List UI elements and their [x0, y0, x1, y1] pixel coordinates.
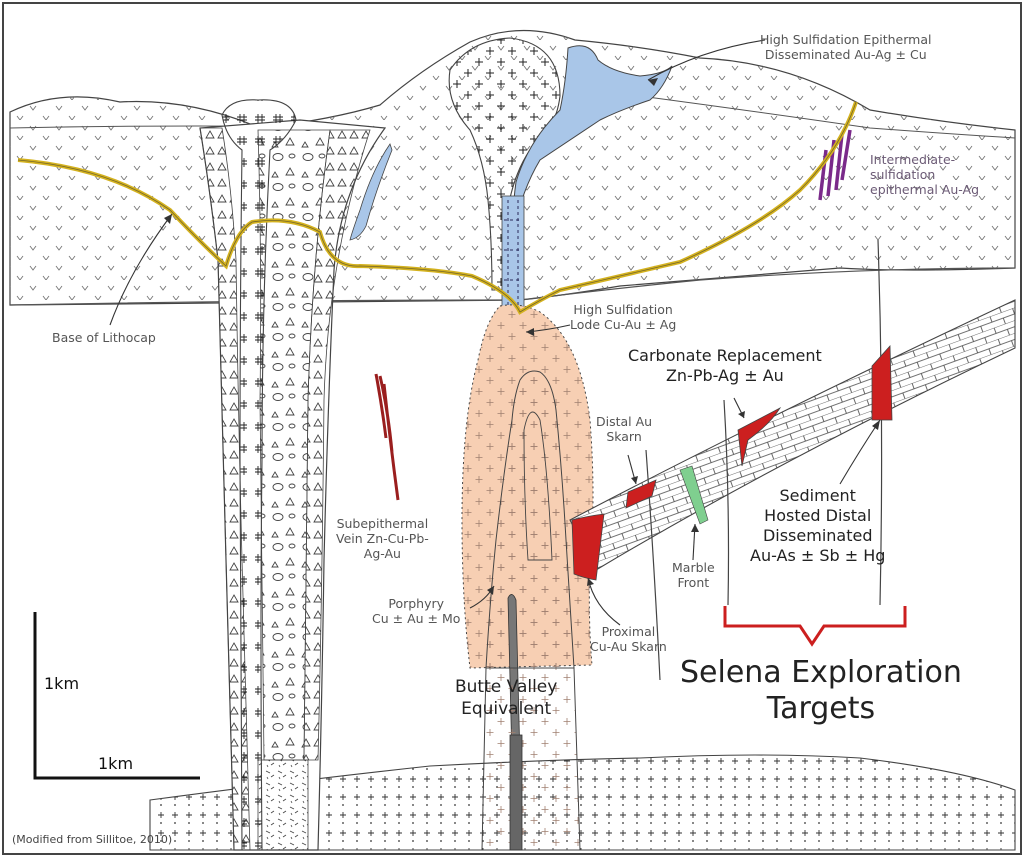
marble-front — [679, 465, 709, 525]
arrowhead-2 — [164, 214, 172, 224]
subepithermal-vein — [374, 373, 400, 501]
sediment-hosted-ore — [871, 344, 893, 421]
arrow-high-sulfidation-epithermal — [647, 39, 766, 81]
arrowhead-9 — [587, 578, 594, 586]
arrow-base-of-lithocap — [109, 213, 173, 326]
label-high-sulfidation-epithermal: High Sulfidation Epithermal Disseminated… — [760, 32, 932, 62]
label-marble-front: Marble Front — [672, 560, 715, 590]
scale-label-horizontal: 1km — [98, 754, 134, 773]
label-porphyry: Porphyry Cu ± Au ± Mo — [372, 596, 461, 626]
label-base-of-lithocap: Base of Lithocap — [52, 330, 156, 345]
fault-middle — [723, 399, 730, 606]
advanced-argillic-left — [349, 143, 393, 241]
arrowhead-4 — [631, 476, 638, 484]
label-high-sulfidation-lode: High Sulfidation Lode Cu-Au ± Ag — [570, 302, 677, 332]
label-selena-targets: Selena Exploration Targets — [680, 655, 962, 726]
arrowhead-3 — [526, 328, 534, 336]
credit-text: (Modified from Sillitoe, 2010) — [12, 833, 173, 846]
breccia-pipe-triangles-right — [303, 129, 371, 761]
lithocap-base-line-outline — [17, 101, 857, 313]
label-subepithermal-vein: Subepithermal Vein Zn-Cu-Pb- Ag-Au — [336, 516, 429, 561]
arrowhead-6 — [872, 420, 880, 430]
basement-intrusive — [149, 754, 1016, 851]
porphyry-stock — [485, 370, 575, 669]
fault-right — [877, 239, 883, 606]
label-butte-valley: Butte Valley Equivalent — [455, 677, 558, 719]
arrowhead-1 — [648, 78, 658, 86]
carbonate-unit — [569, 299, 1016, 571]
fault-left — [645, 449, 661, 681]
stratigraphic-contact-lower — [9, 267, 1016, 306]
arrowhead-5 — [738, 411, 745, 418]
label-sediment-hosted: Sediment Hosted Distal Disseminated Au-A… — [750, 486, 886, 565]
distal-skarn-ore — [625, 479, 657, 509]
breccia-pipe-base — [257, 759, 309, 851]
carbonate-replacement-ore — [737, 406, 782, 467]
label-intermediate-sulfidation: Intermediate- sulfidation epithermal Au-… — [870, 152, 980, 197]
feeder-core-lower — [509, 734, 523, 851]
intrusive-dyke-left — [221, 99, 297, 851]
arrowhead-7 — [691, 524, 699, 532]
feeder-dyke-lower — [481, 667, 581, 851]
scale-label-vertical: 1km — [44, 674, 80, 693]
selena-target-bracket — [723, 606, 907, 647]
arrowhead-8 — [487, 586, 494, 595]
intermediate-sulfidation-veins — [818, 129, 852, 201]
label-proximal-skarn: Proximal Cu-Au Skarn — [590, 624, 667, 654]
scale-bar — [33, 612, 200, 780]
proximal-skarn-ore — [571, 513, 605, 581]
porphyry-stock-inner — [523, 411, 553, 561]
advanced-argillic-upper — [512, 45, 673, 231]
label-carbonate-replacement: Carbonate Replacement Zn-Pb-Ag ± Au — [628, 346, 822, 385]
label-distal-au-skarn: Distal Au Skarn — [596, 414, 653, 444]
arrow-heads — [164, 78, 880, 595]
